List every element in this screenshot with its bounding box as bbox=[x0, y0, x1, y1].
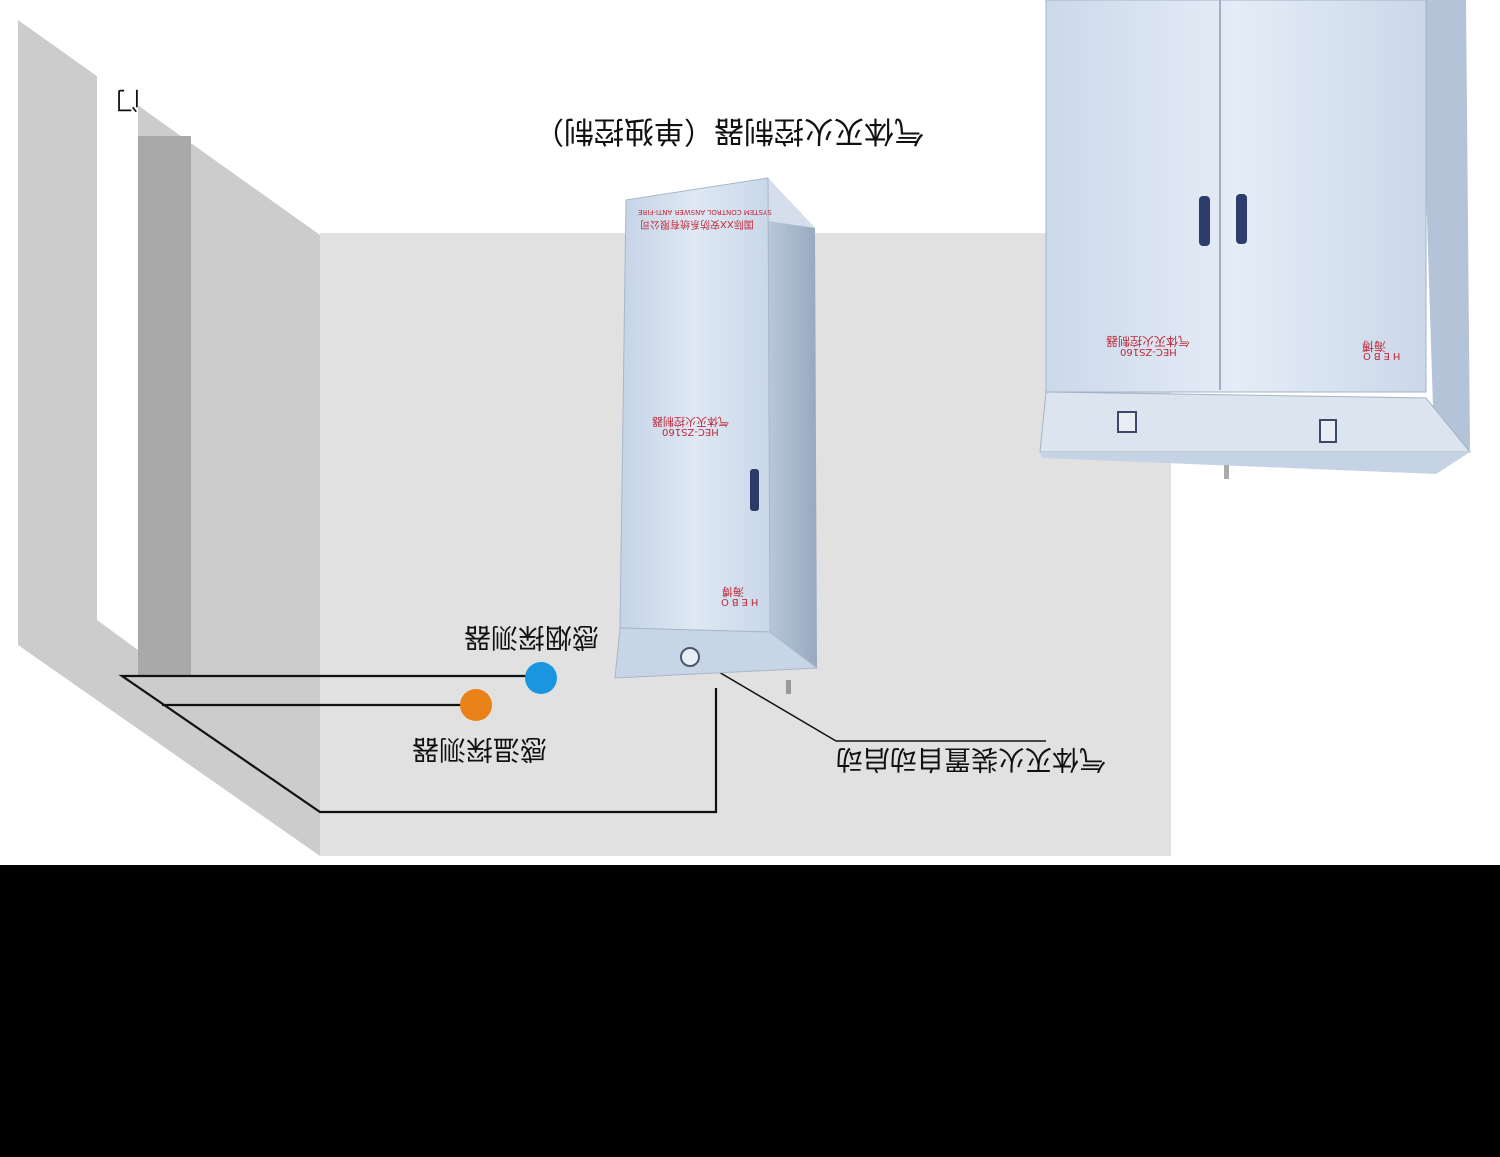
large-cabinet bbox=[1039, 0, 1472, 479]
heat-detector-label: 感温探测器 bbox=[412, 733, 547, 764]
small-cabinet bbox=[614, 177, 819, 694]
large-cabinet-key-right bbox=[1319, 419, 1337, 443]
heat-detector-dot bbox=[460, 689, 492, 721]
small-cabinet-brand-en: HEBO bbox=[718, 596, 759, 607]
large-cabinet-handle-right bbox=[1236, 194, 1247, 244]
small-cabinet-handle bbox=[750, 469, 759, 511]
small-cabinet-header-cn: 国际XX安防系统有限公司 bbox=[640, 218, 754, 229]
background-band bbox=[0, 865, 1500, 1157]
large-cabinet-key-left bbox=[1117, 411, 1137, 433]
door-leaf bbox=[138, 136, 191, 676]
small-cabinet-header-en: SYSTEM CONTROL ANSWER ANTI-FIRE bbox=[638, 208, 772, 216]
smoke-wire bbox=[118, 674, 718, 814]
diagram-title: 气体灭火控制器（单独控制） bbox=[534, 113, 924, 148]
door-opening bbox=[97, 72, 138, 650]
door-label: 门 bbox=[116, 86, 140, 114]
gas-release-device-label: 气体灭火装置自动启动 bbox=[836, 743, 1106, 774]
smoke-detector-dot bbox=[525, 662, 557, 694]
smoke-detector-label: 感烟探测器 bbox=[464, 621, 599, 652]
small-cabinet-model: HEC-ZS160 bbox=[662, 426, 719, 437]
large-cabinet-brand-en: HEBO bbox=[1360, 350, 1401, 361]
large-cabinet-handle-left bbox=[1199, 196, 1210, 246]
small-cabinet-key-switch bbox=[680, 647, 700, 667]
large-cabinet-model: HEC-ZS160 bbox=[1120, 346, 1177, 357]
